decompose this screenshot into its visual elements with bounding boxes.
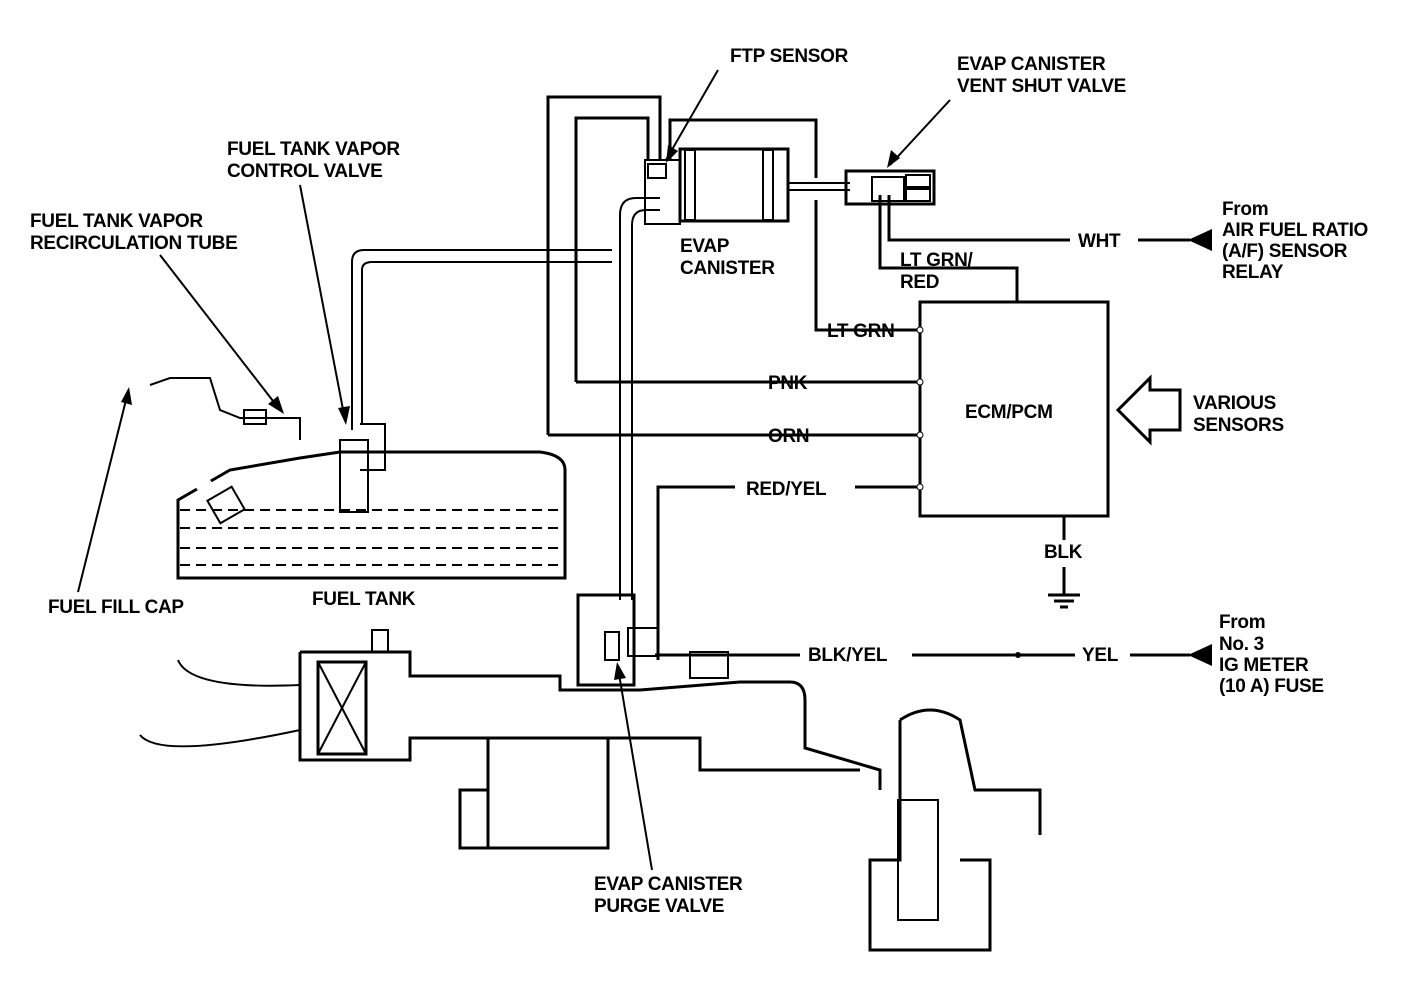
label-various-1: VARIOUS: [1193, 393, 1276, 414]
intake-manifold: [139, 593, 1042, 952]
label-vent-valve-1: EVAP CANISTER: [957, 54, 1106, 75]
label-purge-1: EVAP CANISTER: [594, 874, 743, 895]
label-ltgrn-red-1: LT GRN/: [900, 250, 974, 271]
label-fuel-tank: FUEL TANK: [312, 589, 416, 610]
label-orn: ORN: [768, 426, 809, 447]
label-fuse-1: From: [1219, 612, 1265, 633]
label-lt-grn: LT GRN: [827, 321, 895, 342]
wiring: [655, 195, 1212, 666]
ecm-pcm-box: [916, 300, 1182, 518]
label-af-relay-1: From: [1222, 199, 1268, 220]
label-blk: BLK: [1044, 542, 1083, 563]
evap-canister: [644, 147, 850, 225]
input-arrow-icon: [1115, 374, 1182, 446]
callout-arrows: [77, 69, 951, 871]
label-ecm: ECM/PCM: [965, 402, 1053, 423]
label-recirc-2: RECIRCULATION TUBE: [30, 233, 237, 254]
label-vapor-control-2: CONTROL VALVE: [227, 161, 383, 182]
label-canister-2: CANISTER: [680, 258, 775, 279]
label-canister-1: EVAP: [680, 236, 730, 257]
label-red-yel: RED/YEL: [746, 479, 827, 500]
label-recirc-1: FUEL TANK VAPOR: [30, 211, 203, 232]
label-ftp-sensor: FTP SENSOR: [730, 46, 849, 67]
labels: FTP SENSOR EVAP CANISTER VENT SHUT VALVE…: [30, 46, 1368, 917]
label-various-2: SENSORS: [1193, 415, 1284, 436]
label-af-relay-3: (A/F) SENSOR: [1222, 241, 1348, 262]
label-blk-yel: BLK/YEL: [808, 645, 888, 666]
label-wht: WHT: [1078, 231, 1121, 252]
vent-shut-valve: [844, 169, 936, 206]
label-af-relay-4: RELAY: [1222, 262, 1284, 283]
label-vent-valve-2: VENT SHUT VALVE: [957, 76, 1126, 97]
label-fuse-2: No. 3: [1219, 634, 1264, 655]
label-pnk: PNK: [768, 373, 808, 394]
label-ltgrn-red-2: RED: [900, 272, 939, 293]
label-fill-cap: FUEL FILL CAP: [48, 597, 184, 618]
label-fuse-4: (10 A) FUSE: [1219, 676, 1324, 697]
label-purge-2: PURGE VALVE: [594, 896, 724, 917]
fuel-tank: [118, 249, 612, 580]
label-yel: YEL: [1082, 645, 1119, 666]
label-vapor-control-1: FUEL TANK VAPOR: [227, 139, 400, 160]
label-fuse-3: IG METER: [1219, 655, 1309, 676]
label-af-relay-2: AIR FUEL RATIO: [1222, 220, 1368, 241]
